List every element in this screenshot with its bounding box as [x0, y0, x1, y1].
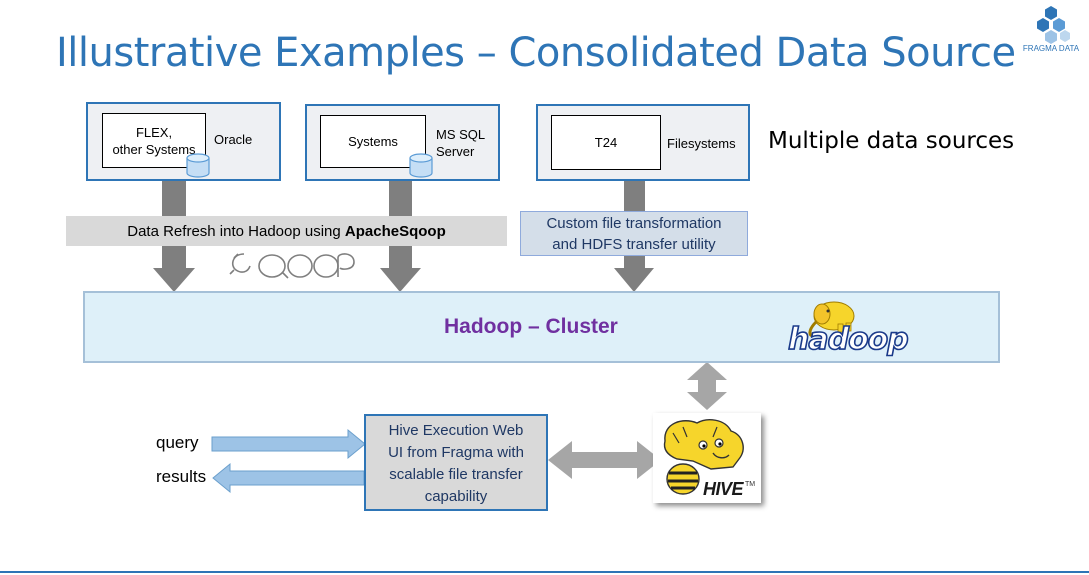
sqoop-refresh-band: Data Refresh into Hadoop using ApacheSqo…	[66, 216, 507, 246]
hadoop-logo-text: hadoop	[787, 321, 909, 358]
source-mssql-label: MS SQL Server	[436, 127, 486, 159]
database-icon	[409, 153, 433, 178]
results-arrow-icon	[212, 462, 365, 494]
sqoop-band-text: Data Refresh into Hadoop using	[127, 222, 345, 240]
source-filesystems-label: Filesystems	[667, 136, 736, 151]
hive-logo-text: HIVE	[703, 479, 744, 499]
hive-trademark: TM	[745, 481, 756, 488]
sqoop-band-bold: ApacheSqoop	[344, 222, 446, 240]
hive-bee-icon	[663, 419, 744, 495]
source-mssql-systems: Systems	[320, 115, 426, 168]
hive-logo: HIVE TM	[653, 413, 761, 503]
source-oracle-label: Oracle	[214, 132, 253, 147]
query-label: query	[156, 433, 199, 452]
footer-divider	[0, 571, 1089, 573]
sqoop-logo	[228, 246, 360, 291]
hadoop-cluster-label: Hadoop – Cluster	[444, 315, 618, 338]
hadoop-elephant-icon	[808, 301, 855, 338]
hive-execution-web-ui: Hive Execution Web UI from Fragma with s…	[364, 414, 548, 511]
results-label: results	[156, 467, 207, 486]
double-arrow-icon	[548, 441, 661, 479]
database-icon	[186, 153, 210, 178]
sqoop-logo-icon	[229, 253, 355, 279]
double-arrow-icon	[687, 362, 727, 410]
hadoop-logo: hadoop	[786, 298, 916, 363]
query-arrow-icon	[211, 428, 366, 460]
hexagon-cluster-icon	[1037, 6, 1070, 44]
logo-text: FRAGMA DATA	[1022, 44, 1080, 53]
source-oracle-systems: FLEX, other Systems	[102, 113, 206, 168]
source-t24: T24	[551, 115, 661, 170]
page-title: Illustrative Examples – Consolidated Dat…	[56, 30, 1016, 76]
custom-transfer-utility: Custom file transformation and HDFS tran…	[520, 211, 748, 256]
multiple-data-sources-label: Multiple data sources	[768, 128, 1015, 154]
fragma-logo: FRAGMA DATA	[1018, 4, 1084, 56]
